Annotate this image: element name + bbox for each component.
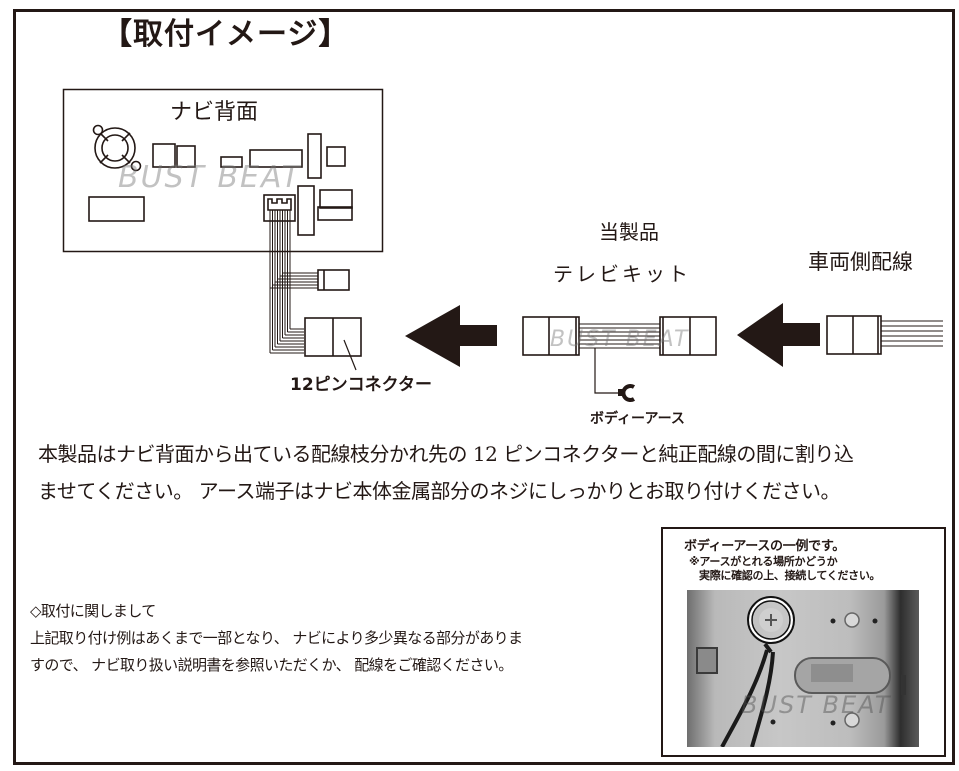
chip bbox=[307, 133, 322, 179]
chip bbox=[152, 143, 176, 168]
instructions: 本製品はナビ背面から出ている配線枝分かれ先の 12 ピンコネクターと純正配線の間… bbox=[38, 436, 948, 510]
earth-terminal-icon bbox=[618, 384, 636, 402]
arrow-left-icon bbox=[737, 303, 820, 367]
watermark: BUST BEAT bbox=[741, 691, 892, 719]
watermark: BUST BEAT bbox=[550, 327, 690, 352]
body-earth-label: ボディーアース bbox=[590, 411, 685, 427]
body-earth-example-box: ボディーアースの一例です。 ※アースがとれる場所かどうか 実際に確認の上、接続し… bbox=[661, 527, 946, 757]
instructions-line: 本製品はナビ背面から出ている配線枝分かれ先の 12 ピンコネクターと純正配線の間… bbox=[38, 442, 854, 466]
chip bbox=[297, 185, 315, 236]
earth-example-photo bbox=[687, 590, 919, 747]
chip bbox=[88, 196, 145, 222]
12pin-connector bbox=[304, 317, 362, 371]
chip bbox=[317, 206, 353, 221]
inset-note: 実際に確認の上、接続してください。 bbox=[699, 569, 881, 582]
chip bbox=[326, 146, 346, 167]
tv-kit-harness bbox=[522, 316, 717, 402]
note-heading: ◇取付に関しまして bbox=[30, 602, 156, 620]
page-title: 【取付イメージ】 bbox=[102, 17, 350, 52]
chip bbox=[319, 189, 353, 209]
screw-highlight-icon bbox=[747, 596, 795, 644]
chip bbox=[176, 145, 196, 168]
harness-wires bbox=[269, 210, 318, 354]
note-line: すので、 ナビ取り扱い説明書を参照いただくか、 配線をご確認ください。 bbox=[30, 656, 513, 674]
fan-icon bbox=[92, 124, 142, 172]
outer-frame bbox=[13, 9, 955, 765]
note-line: 上記取り付け例はあくまで一部となり、 ナビにより多少異なる部分がありま bbox=[30, 629, 523, 647]
arrow-left-icon bbox=[405, 305, 497, 367]
connector-label: 12ピンコネクター bbox=[290, 375, 432, 395]
navi-back-panel bbox=[62, 88, 384, 253]
chip bbox=[220, 156, 243, 168]
branch-connector bbox=[317, 269, 350, 291]
tv-kit-label: テレビキット bbox=[553, 262, 691, 286]
vehicle-wiring-label: 車両側配線 bbox=[808, 250, 913, 274]
instructions-line: ませてください。 アース端子はナビ本体金属部分のネジにしっかりとお取り付けくださ… bbox=[38, 479, 840, 503]
navi-back-label: ナビ背面 bbox=[170, 100, 259, 125]
product-label: 当製品 bbox=[599, 220, 659, 244]
chip bbox=[249, 149, 303, 168]
installation-note: ◇取付に関しまして 上記取り付け例はあくまで一部となり、 ナビにより多少異なる部… bbox=[30, 598, 523, 679]
inset-title: ボディーアースの一例です。 bbox=[684, 539, 845, 554]
watermark: BUST BEAT bbox=[118, 160, 302, 195]
inset-note: ※アースがとれる場所かどうか bbox=[689, 555, 838, 568]
vehicle-connector bbox=[826, 315, 943, 355]
